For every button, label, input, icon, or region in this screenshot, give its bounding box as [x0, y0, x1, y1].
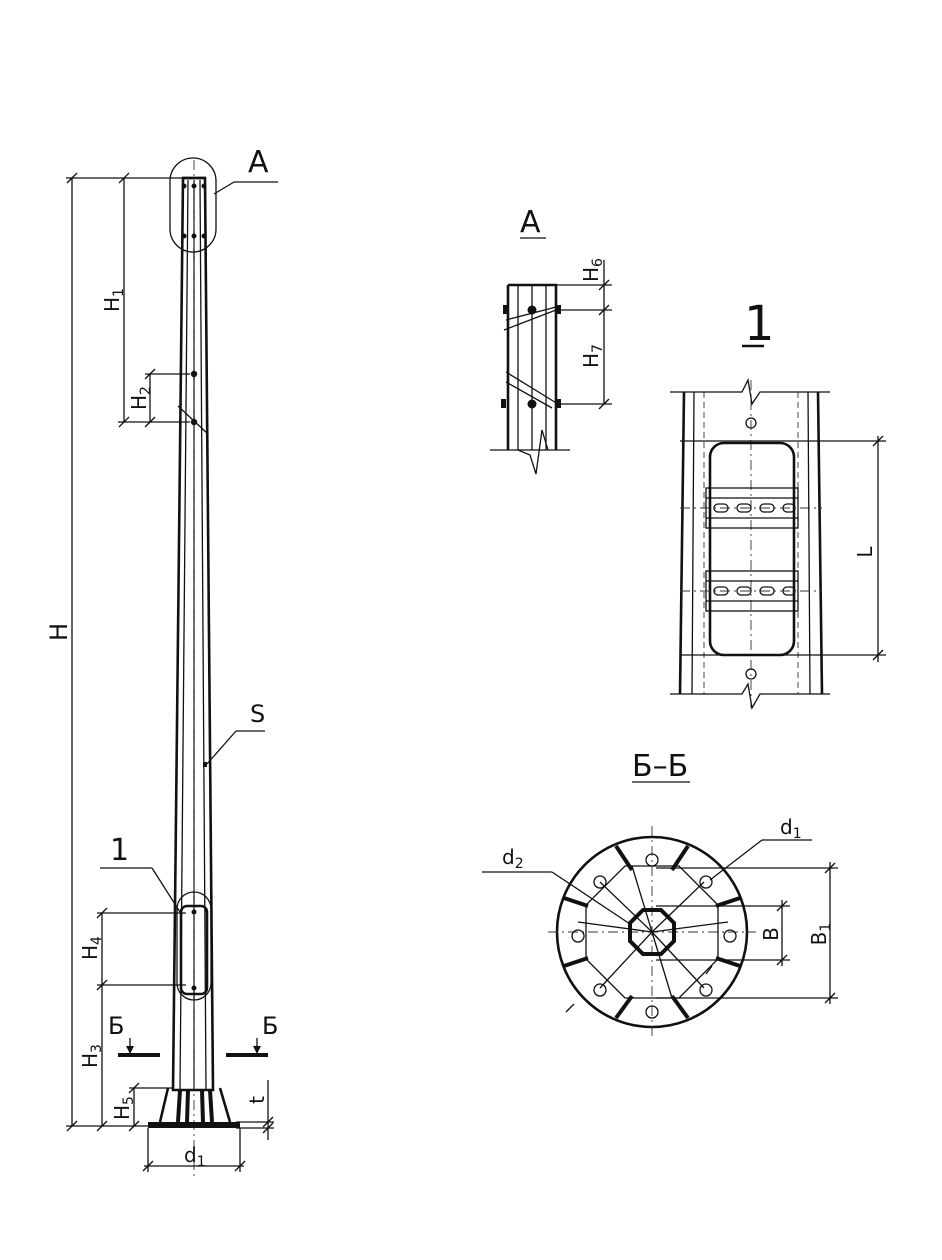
section-mark-left: Б: [108, 1012, 124, 1040]
dim-t-label: t: [245, 1096, 269, 1104]
detail-1-callout-label: 1: [110, 833, 129, 868]
seam-label: S: [250, 700, 265, 728]
detail-a-view: [490, 237, 612, 475]
section-b-b-title: Б–Б: [632, 749, 688, 784]
dim-d1-base-label: d1: [184, 1143, 206, 1170]
section-b-b-view: [482, 781, 838, 1038]
detail-1-view: [670, 344, 886, 710]
dim-h3-label: H3: [78, 1044, 105, 1068]
detail-a-title: A: [520, 205, 541, 240]
dim-l-label: L: [853, 546, 877, 558]
dim-h-label: H: [45, 623, 73, 641]
dim-h1-label: H1: [100, 288, 127, 312]
dim-d1-section-label: d1: [780, 815, 802, 842]
dim-b-label: B: [759, 927, 783, 941]
pole-elevation: [66, 157, 278, 1180]
dim-h6-label: H6: [579, 258, 606, 282]
detail-a-callout-label: A: [248, 145, 269, 180]
dim-h5-label: H5: [110, 1096, 137, 1120]
dim-h4-label: H4: [78, 936, 105, 960]
detail-1-title: 1: [744, 296, 775, 352]
dim-h7-label: H7: [579, 344, 606, 368]
dim-h2-label: H2: [127, 386, 154, 410]
dim-d2-section-label: d2: [502, 845, 524, 872]
section-mark-right: Б: [262, 1012, 278, 1040]
dim-b1-label: B1: [807, 923, 834, 946]
